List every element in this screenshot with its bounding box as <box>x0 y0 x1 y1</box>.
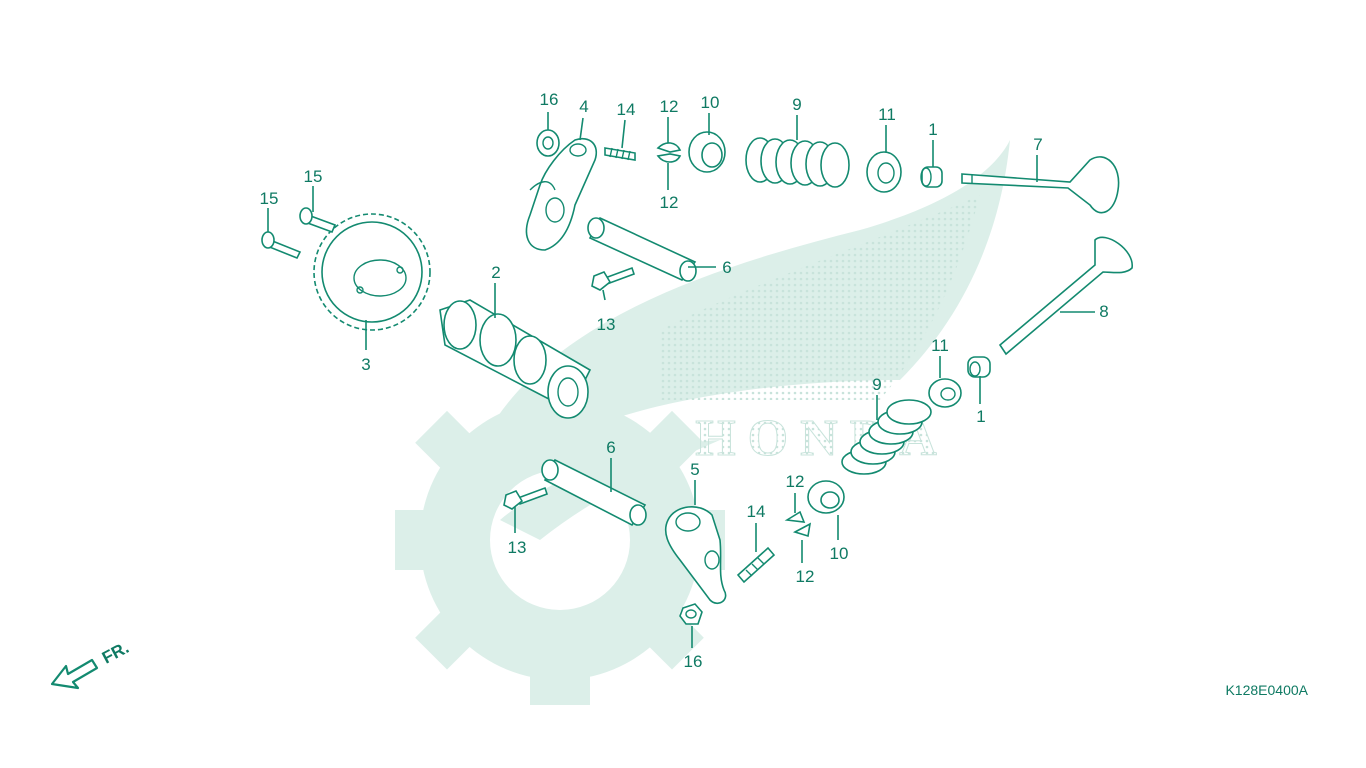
valve-spring-9-upper <box>745 137 850 188</box>
callout-16-upper: 16 <box>540 90 559 109</box>
cam-sprocket-3 <box>313 213 431 331</box>
bolt-13-lower <box>503 486 549 510</box>
callout-10-lower: 10 <box>830 544 849 563</box>
callout-15-left: 15 <box>260 189 279 208</box>
callout-12-lower-b: 12 <box>796 567 815 586</box>
valve-8 <box>998 236 1133 356</box>
valve-part-1-lower <box>967 356 991 378</box>
retainer-11-upper <box>866 151 902 193</box>
front-label: FR. <box>99 638 132 668</box>
bolt-15-left <box>261 231 302 260</box>
callout-9-upper: 9 <box>792 95 801 114</box>
callout-2: 2 <box>491 263 500 282</box>
callout-14-upper: 14 <box>617 100 636 119</box>
callout-1-upper: 1 <box>928 120 937 139</box>
callout-labels: 16 4 14 12 12 10 9 11 1 7 15 15 2 6 13 3… <box>260 90 1109 671</box>
callout-8: 8 <box>1099 302 1108 321</box>
bolt-13-upper <box>591 266 636 291</box>
rocker-arm-4 <box>525 138 597 251</box>
callout-5: 5 <box>690 460 699 479</box>
rocker-arm-5 <box>664 506 727 605</box>
leader-lines <box>267 112 1095 648</box>
callout-15-right: 15 <box>304 167 323 186</box>
adjust-screw-14-lower <box>736 546 776 584</box>
valve-part-1-upper <box>920 166 943 188</box>
callout-16-lower: 16 <box>684 652 703 671</box>
callout-3: 3 <box>361 355 370 374</box>
callout-11-lower: 11 <box>931 336 949 355</box>
cotters-12-lower <box>784 510 812 538</box>
rocker-shaft-6-lower <box>541 458 647 527</box>
front-direction-arrow: FR. <box>50 638 132 690</box>
valve-seal-10-upper <box>688 131 726 173</box>
callout-6-upper: 6 <box>722 258 731 277</box>
callout-11-upper: 11 <box>878 105 896 124</box>
callout-9-lower: 9 <box>872 375 881 394</box>
callout-12-lower-a: 12 <box>786 472 805 491</box>
valve-spring-9-lower <box>841 399 932 475</box>
valve-7 <box>961 156 1120 214</box>
nut-16-lower <box>679 603 703 625</box>
rocker-shaft-6-upper <box>587 216 697 282</box>
callout-1-lower: 1 <box>976 407 985 426</box>
callout-7: 7 <box>1033 135 1042 154</box>
callout-12-upper-a: 12 <box>660 97 679 116</box>
callout-10-upper: 10 <box>701 93 720 112</box>
camshaft-2 <box>439 299 592 419</box>
callout-12-upper-b: 12 <box>660 193 679 212</box>
valve-seal-10-lower <box>807 480 845 514</box>
bolt-15-right <box>299 207 337 234</box>
callout-6-lower: 6 <box>606 438 615 457</box>
callout-13-upper: 13 <box>597 315 616 334</box>
retainer-11-lower <box>928 378 962 408</box>
callout-4: 4 <box>579 97 588 116</box>
cotters-12-upper <box>656 142 682 163</box>
drawing-code: K128E0400A <box>1225 682 1308 698</box>
callout-14-lower: 14 <box>747 502 766 521</box>
nut-16-upper <box>536 129 560 157</box>
callout-13-lower: 13 <box>508 538 527 557</box>
adjust-screw-14-upper <box>604 147 636 161</box>
